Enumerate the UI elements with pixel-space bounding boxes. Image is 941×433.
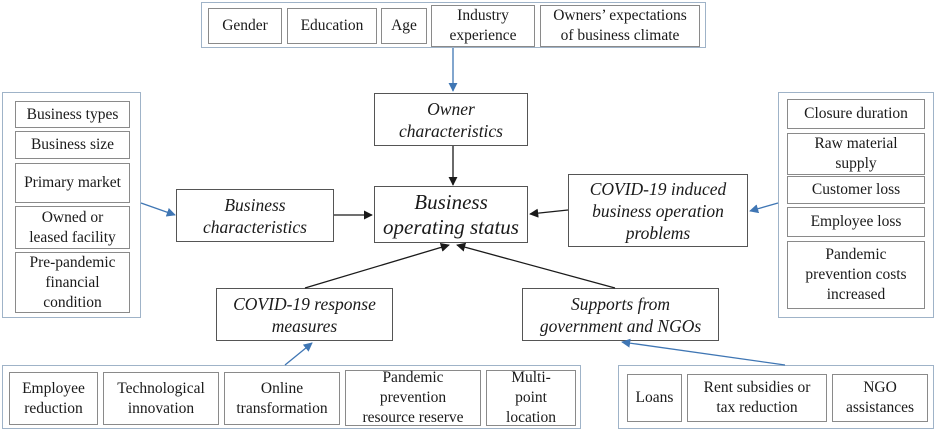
factor-customer-loss: Customer loss <box>787 176 925 204</box>
supports-from-government-node: Supports from government and NGOs <box>522 288 719 341</box>
factor-raw-material-supply: Raw material supply <box>787 133 925 175</box>
factor-business-types: Business types <box>15 101 130 128</box>
business-operating-status-node: Business operating status <box>374 186 528 243</box>
factor-pre-pandemic-financial-condition: Pre-pandemic financial condition <box>15 252 130 313</box>
support-factor-group: Loans Rent subsidies or tax reduction NG… <box>618 365 934 429</box>
factor-employee-reduction: Employee reduction <box>9 372 98 425</box>
factor-rent-subsidies: Rent subsidies or tax reduction <box>687 374 827 422</box>
business-factor-group: Business types Business size Primary mar… <box>2 92 141 318</box>
business-characteristics-node: Business characteristics <box>176 189 334 242</box>
owner-characteristics-node: Owner characteristics <box>374 93 528 146</box>
factor-pandemic-prevention-resource-reserve: Pandemic prevention resource reserve <box>345 369 481 426</box>
factor-closure-duration: Closure duration <box>787 99 925 129</box>
arrow-business-factors-to-business <box>140 202 176 217</box>
arrow-problem-factors-to-problems <box>749 202 779 214</box>
arrow-response-factors-to-response <box>284 342 313 366</box>
arrow-response-to-central <box>304 242 450 289</box>
factor-ngo-assistances: NGO assistances <box>832 374 928 422</box>
arrow-supports-to-central <box>456 242 616 289</box>
factor-employee-loss: Employee loss <box>787 207 925 237</box>
covid-response-measures-node: COVID-19 response measures <box>216 288 393 341</box>
factor-online-transformation: Online transformation <box>224 372 340 425</box>
factor-multi-point-location: Multi- point location <box>486 369 576 426</box>
factor-owner-expectations: Owners’ expectations of business climate <box>540 5 700 47</box>
factor-education: Education <box>287 8 377 44</box>
factor-owned-or-leased-facility: Owned or leased facility <box>15 206 130 249</box>
arrow-support-factors-to-supports <box>621 338 786 366</box>
factor-business-size: Business size <box>15 131 130 159</box>
factor-technological-innovation: Technological innovation <box>103 372 219 425</box>
factor-industry-experience: Industry experience <box>431 5 535 47</box>
factor-gender: Gender <box>208 8 282 44</box>
arrow-problems-to-central <box>529 208 569 218</box>
factor-age: Age <box>381 8 427 44</box>
factor-primary-market: Primary market <box>15 163 130 203</box>
factor-pandemic-prevention-costs: Pandemic prevention costs increased <box>787 241 925 309</box>
factor-loans: Loans <box>627 374 682 422</box>
owner-factor-group: Gender Education Age Industry experience… <box>201 2 706 48</box>
problem-factor-group: Closure duration Raw material supply Cus… <box>778 92 934 318</box>
response-factor-group: Employee reduction Technological innovat… <box>2 365 581 429</box>
covid-induced-problems-node: COVID-19 induced business operation prob… <box>568 174 748 247</box>
